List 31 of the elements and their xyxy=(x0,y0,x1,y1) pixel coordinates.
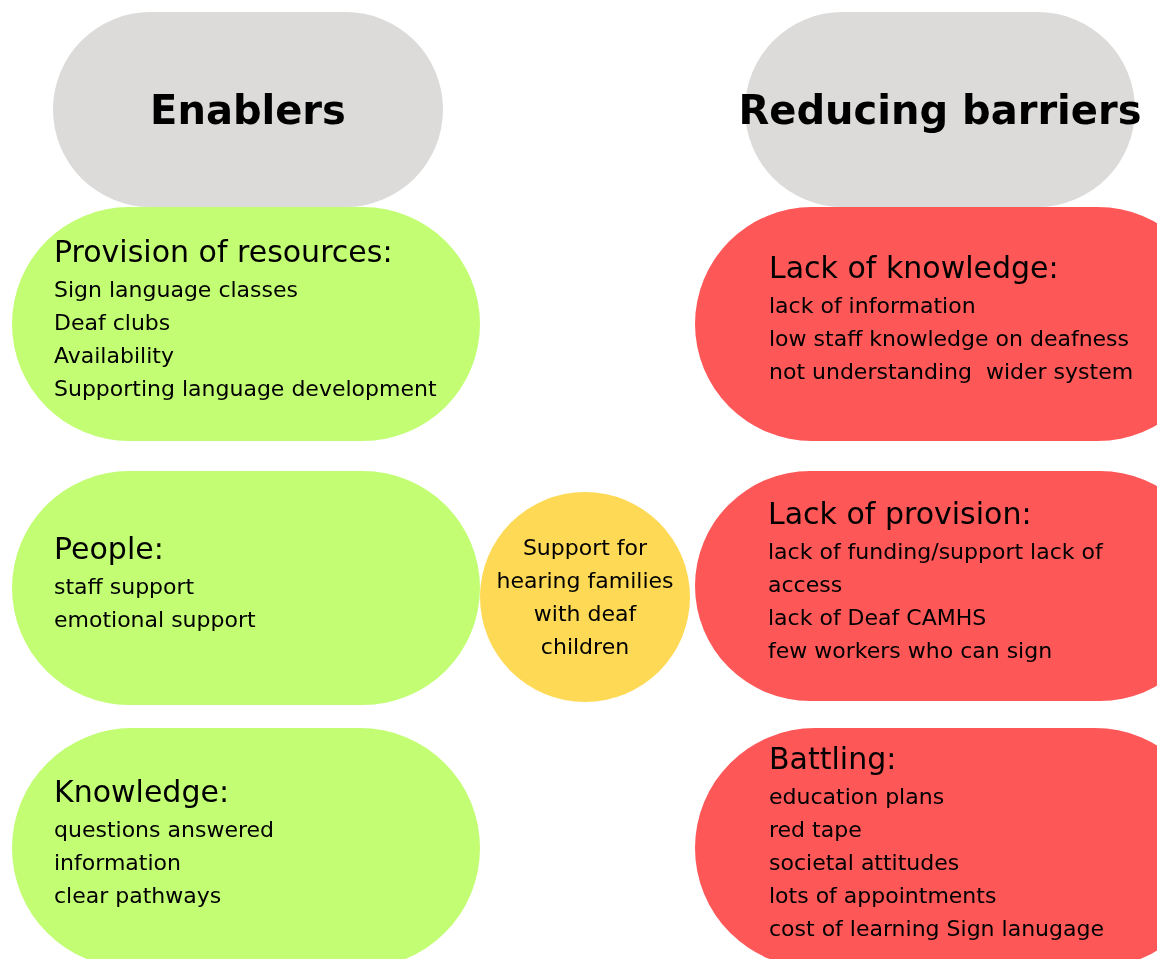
list-item: information xyxy=(54,849,182,877)
topic-pill xyxy=(695,728,1157,959)
list-item: questions answered xyxy=(54,816,275,844)
list-item: clear pathways xyxy=(54,882,223,910)
topic-heading: Battling: xyxy=(769,741,898,776)
list-item: few workers who can sign xyxy=(768,636,1054,665)
list-item: Supporting language development xyxy=(54,374,438,403)
topic-heading: Lack of provision: xyxy=(768,495,1033,531)
list-item: emotional support xyxy=(54,605,257,634)
list-item: low staff knowledge on deafness xyxy=(769,325,1131,353)
list-item: lack of information xyxy=(769,292,977,320)
list-item: lots of appointments xyxy=(769,882,998,910)
topic-heading: Knowledge: xyxy=(54,774,231,809)
list-item: staff support xyxy=(54,572,196,601)
topic-heading: Lack of knowledge: xyxy=(769,250,1060,285)
topic-heading: People: xyxy=(54,530,165,566)
list-item: not understanding wider system xyxy=(769,358,1135,386)
list-item: education plans xyxy=(769,783,946,811)
list-item: lack of Deaf CAMHS xyxy=(768,603,988,632)
topic-pill xyxy=(695,207,1157,441)
list-item: Availability xyxy=(54,341,175,370)
heading: Reducing barriers xyxy=(738,86,1142,133)
heading: Enablers xyxy=(150,86,346,133)
list-item: cost of learning Sign lanugage xyxy=(769,915,1105,943)
list-item: Sign language classes xyxy=(54,275,299,304)
topic-heading: Provision of resources: xyxy=(54,233,394,269)
center-label: Support for hearing families with deaf children xyxy=(495,534,675,661)
topic-pill xyxy=(695,471,1157,701)
list-item: societal attitudes xyxy=(769,849,961,877)
list-item: red tape xyxy=(769,816,863,844)
list-item: Deaf clubs xyxy=(54,308,172,337)
